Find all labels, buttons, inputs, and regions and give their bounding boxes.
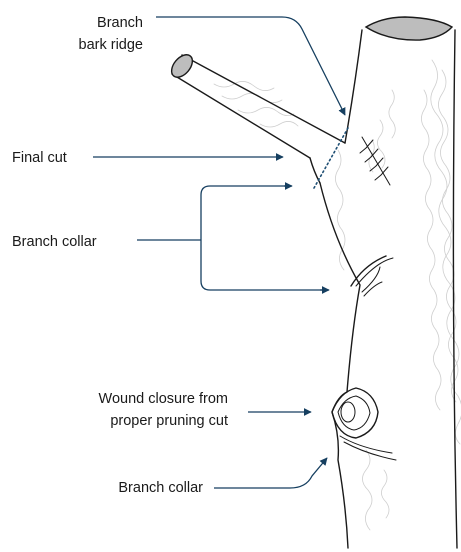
label-branch-collar-lower: Branch collar — [118, 480, 203, 496]
wound-closure — [332, 388, 396, 460]
trunk-cut-top — [366, 17, 452, 40]
branch-bark-ridge — [360, 137, 390, 185]
label-final-cut: Final cut — [12, 150, 67, 166]
label-wound-closure-line1: Wound closure from — [99, 391, 228, 407]
branch-collar-bracket — [201, 186, 328, 290]
branch — [168, 51, 345, 183]
label-wound-closure-line2: proper pruning cut — [110, 413, 228, 429]
tree-trunk — [320, 30, 457, 548]
final-cut-line — [314, 128, 348, 188]
label-branch-collar-upper: Branch collar — [12, 234, 97, 250]
label-branch-bark-ridge-line1: Branch — [97, 15, 143, 31]
label-branch-bark-ridge-line2: bark ridge — [79, 37, 143, 53]
pointer-branch-collar-lower — [214, 458, 327, 488]
